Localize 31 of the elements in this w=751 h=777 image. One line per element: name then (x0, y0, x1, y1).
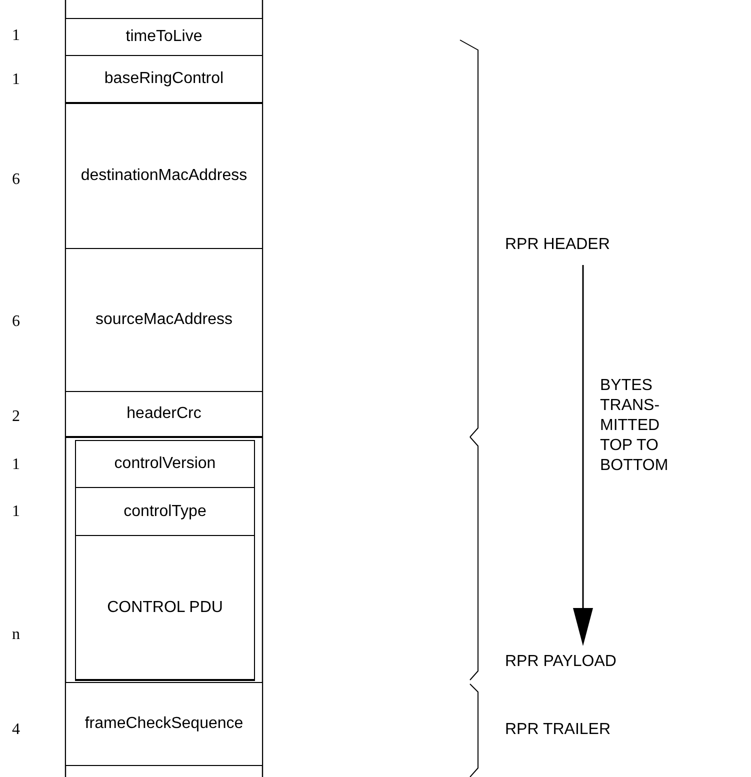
field-box (75, 487, 255, 536)
byte-count: n (12, 625, 21, 645)
byte-count: 1 (12, 70, 21, 90)
field-name: headerCrc (126, 405, 202, 423)
field-box (65, 248, 263, 392)
field-name: sourceMacAddress (96, 311, 232, 329)
byte-count: 6 (12, 312, 21, 332)
section-label: RPR HEADER (505, 235, 610, 255)
section-label: RPR PAYLOAD (505, 652, 616, 672)
field-name: destinationMacAddress (80, 167, 248, 185)
direction-note: BYTES TRANS- MITTED TOP TO BOTTOM (600, 376, 670, 476)
field-box (65, 391, 263, 438)
byte-count: 1 (12, 455, 21, 475)
field-box (75, 535, 255, 681)
field-name: frameCheckSequence (84, 715, 244, 733)
field-box (65, 103, 263, 249)
field-box (65, 18, 263, 56)
byte-count: 1 (12, 502, 21, 522)
field-box (65, 682, 263, 766)
field-name: baseRingControl (104, 70, 224, 88)
byte-count: 2 (12, 407, 21, 427)
field-box (65, 55, 263, 104)
byte-count: 6 (12, 170, 21, 190)
field-name: controlVersion (114, 455, 216, 473)
field-name: CONTROL PDU (107, 598, 223, 616)
section-label: RPR TRAILER (505, 720, 611, 740)
field-box (75, 440, 255, 488)
byte-count: 1 (12, 26, 21, 46)
field-name: controlType (124, 502, 206, 520)
byte-count: 4 (12, 720, 21, 740)
field-name: timeToLive (126, 28, 202, 46)
